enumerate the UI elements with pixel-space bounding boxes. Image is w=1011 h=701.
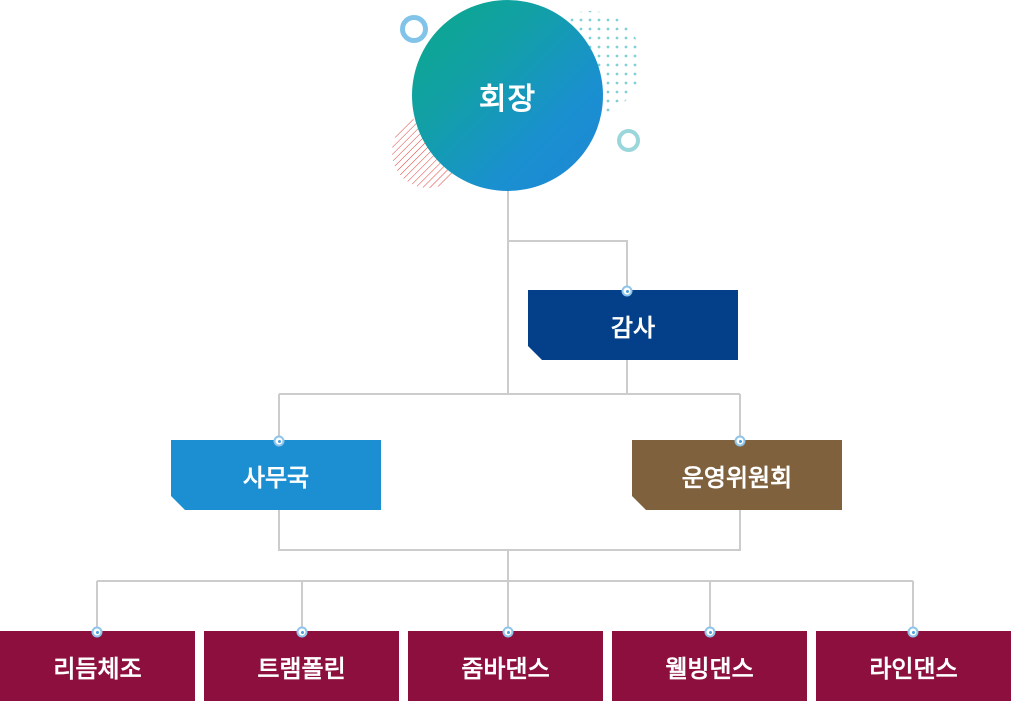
division-label: 트램폴린 [257,654,346,683]
auditor-node: 감사 [528,290,738,360]
connector-dot [907,626,919,638]
division-node: 웰빙댄스 [612,631,807,701]
division-label: 웰빙댄스 [665,654,754,683]
connector-dot [621,285,633,297]
connector-dot [704,626,716,638]
division-label: 리듬체조 [53,654,142,683]
division-node: 라인댄스 [816,631,1011,701]
secretariat-label: 사무국 [242,463,310,492]
division-label: 줌바댄스 [461,654,550,683]
committee-label: 운영위원회 [681,463,793,492]
secretariat-node: 사무국 [171,440,381,510]
connector-dot [273,435,285,447]
connector-dot [296,626,308,638]
small-teal-ring-decoration [617,129,640,152]
chairman-node: 회장 [412,0,603,191]
division-label: 라인댄스 [869,654,958,683]
connector-dot [734,435,746,447]
chairman-label: 회장 [478,81,537,117]
connector-dot [502,626,514,638]
auditor-label: 감사 [610,313,656,342]
division-node: 줌바댄스 [408,631,603,701]
small-blue-ring-decoration [400,15,428,43]
division-node: 트램폴린 [204,631,399,701]
committee-node: 운영위원회 [632,440,842,510]
connector-dot [91,626,103,638]
division-node: 리듬체조 [0,631,195,701]
